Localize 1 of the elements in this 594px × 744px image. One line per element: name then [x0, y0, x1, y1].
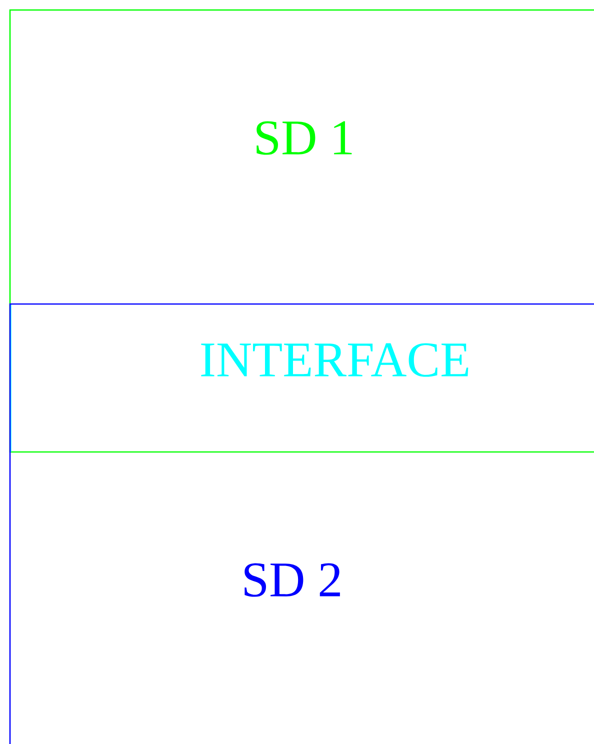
interface-band: INTERFACE — [10, 304, 468, 452]
